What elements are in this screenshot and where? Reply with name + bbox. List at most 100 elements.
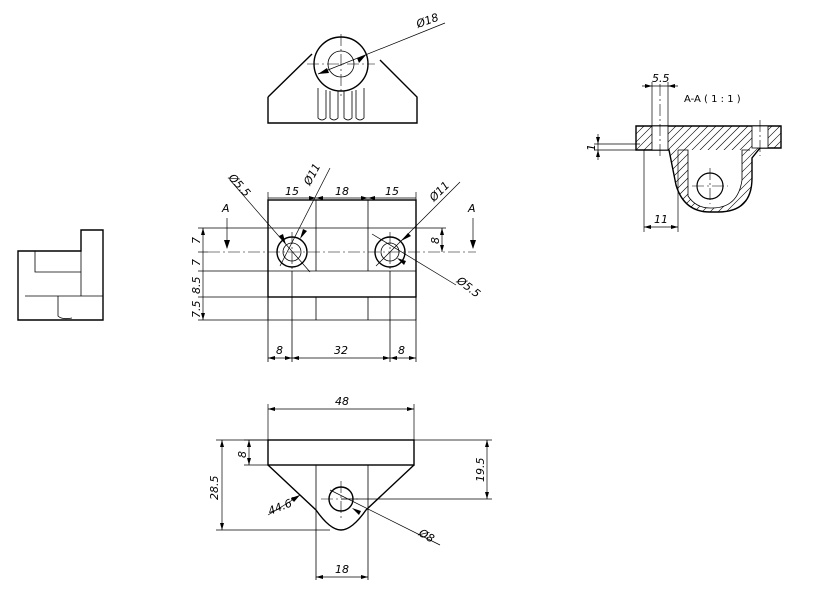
dim-label-phi11-right: Ø11 <box>426 179 452 205</box>
hatch-line <box>534 120 634 220</box>
dim-label-19-5: 19.5 <box>474 458 487 483</box>
top-view-outline <box>267 59 418 124</box>
front-view-lower-box <box>267 297 417 321</box>
hatch-line <box>636 126 667 212</box>
section-mark-right: A <box>467 202 476 215</box>
side-view-outline <box>17 229 104 321</box>
dim-arrow-bottom-5 <box>390 356 397 360</box>
front-view-lower-notch <box>315 296 369 320</box>
dim-arrow-11-a <box>644 225 651 229</box>
dim-leader-phi5-5-right <box>371 233 457 286</box>
dim-leader-phi8 <box>329 489 441 546</box>
dim-label-phi5-5-right: Ø5.5 <box>453 274 482 301</box>
hatch-line <box>636 126 651 212</box>
dim-label-phi18: Ø18 <box>414 11 441 31</box>
dim-arrow-top-3 <box>361 196 368 200</box>
dim-arrow-left-2 <box>201 313 205 320</box>
dim-arrow-28-5-a <box>220 440 224 447</box>
hatch-line <box>636 126 659 212</box>
dim-arrow-5-5-a <box>645 84 652 88</box>
dim-label-28-5: 28.5 <box>208 476 221 501</box>
dim-label-8-left: 8 <box>236 451 249 458</box>
dim-arrow-top-4 <box>368 196 375 200</box>
dim-leader-phi18 <box>317 22 446 75</box>
section-mark-arrow-left <box>224 240 230 249</box>
dim-label-18-bottom: 18 <box>335 563 349 576</box>
hatch-line <box>765 126 781 212</box>
front-view: Ø5.5 Ø11 Ø11 Ø5.5 15 18 15 A A 7 7 8.5 <box>190 161 483 362</box>
dim-arrow-18-b <box>361 575 368 579</box>
dim-label-phi8: Ø8 <box>416 526 437 546</box>
hatch-line <box>636 126 643 212</box>
dim-label-8-right: 8 <box>429 237 442 244</box>
dim-arrow-right-8-a <box>440 228 444 235</box>
dim-arrow-5-5-b <box>668 84 675 88</box>
dim-label-angle: 44.6° <box>266 494 299 517</box>
dim-leader-phi11-right <box>375 181 461 267</box>
top-view-slope-left <box>267 53 313 98</box>
hatch-line <box>806 120 829 220</box>
dim-arrow-bottom-1 <box>268 356 275 360</box>
hatch-line <box>518 120 618 220</box>
top-view-fin-2 <box>329 91 339 121</box>
bottom-view-top-rect <box>267 439 415 466</box>
dim-arrow-8-a <box>247 440 251 447</box>
dim-arrow-bottom-4 <box>383 356 390 360</box>
dim-label-15-right: 15 <box>385 185 399 198</box>
dim-arrow-1-a <box>596 137 600 144</box>
hatch-line <box>773 126 781 212</box>
dim-arrow-phi18-a <box>318 68 329 74</box>
dim-arrow-48-a <box>268 407 275 411</box>
dim-label-phi5-5-left: Ø5.5 <box>225 171 253 200</box>
bottom-view-taper <box>267 464 415 531</box>
section-view: A-A ( 1 : 1 ) 5.5 1 11 <box>510 72 829 232</box>
dim-arrow-phi5-5-left <box>279 234 286 245</box>
dim-arrow-1-b <box>596 150 600 157</box>
section-outline <box>635 125 782 213</box>
dim-leader-phi11-left <box>279 167 331 267</box>
dim-label-7-lower: 7 <box>190 259 203 266</box>
side-view-notch <box>57 296 73 320</box>
dim-label-8-bottom-left: 8 <box>276 344 283 357</box>
dim-arrow-phi8 <box>352 508 361 515</box>
dim-label-18: 18 <box>335 185 349 198</box>
dim-label-1: 1 <box>585 144 598 151</box>
top-view: Ø18 <box>267 11 446 124</box>
dim-arrow-top-1 <box>309 196 316 200</box>
section-mark-left: A <box>221 202 230 215</box>
hatch-line <box>510 120 610 220</box>
dim-arrow-phi5-5-right <box>397 258 406 265</box>
hatch-line <box>636 126 691 212</box>
dim-arrow-phi11-right <box>401 233 411 241</box>
dim-arrow-18-a <box>316 575 323 579</box>
dim-arrow-bottom-2 <box>285 356 292 360</box>
hatch-line <box>814 120 829 220</box>
dim-arrow-bottom-6 <box>409 356 416 360</box>
dim-arrow-phi11-left <box>300 229 307 239</box>
dim-arrow-left-1 <box>201 228 205 235</box>
dim-arrow-11-b <box>671 225 678 229</box>
dim-label-7-upper: 7 <box>190 237 203 244</box>
dim-label-phi11-left: Ø11 <box>301 161 324 188</box>
side-view-step <box>34 251 81 273</box>
dim-label-8-bottom-right: 8 <box>398 344 405 357</box>
dim-label-48: 48 <box>335 395 349 408</box>
dim-label-8-5: 8.5 <box>190 277 203 295</box>
section-title: A-A ( 1 : 1 ) <box>684 94 741 105</box>
section-mark-arrow-right <box>470 240 476 249</box>
dim-arrow-48-b <box>407 407 414 411</box>
top-view-fin-1 <box>317 88 327 121</box>
hatch-line <box>790 120 829 220</box>
dim-label-5-5: 5.5 <box>652 72 670 85</box>
dim-label-7-5: 7.5 <box>190 301 203 319</box>
dim-arrow-phi18-b <box>357 55 366 63</box>
dim-label-15-left: 15 <box>285 185 299 198</box>
hatch-line <box>822 120 829 220</box>
dim-arrow-28-5-b <box>220 523 224 530</box>
hatch-line <box>798 120 829 220</box>
bottom-view: 48 8 28.5 19.5 44.6° Ø8 18 <box>208 395 492 580</box>
side-view <box>17 229 104 321</box>
dim-arrow-19-5-a <box>485 440 489 447</box>
dim-arrow-top-2 <box>316 196 323 200</box>
